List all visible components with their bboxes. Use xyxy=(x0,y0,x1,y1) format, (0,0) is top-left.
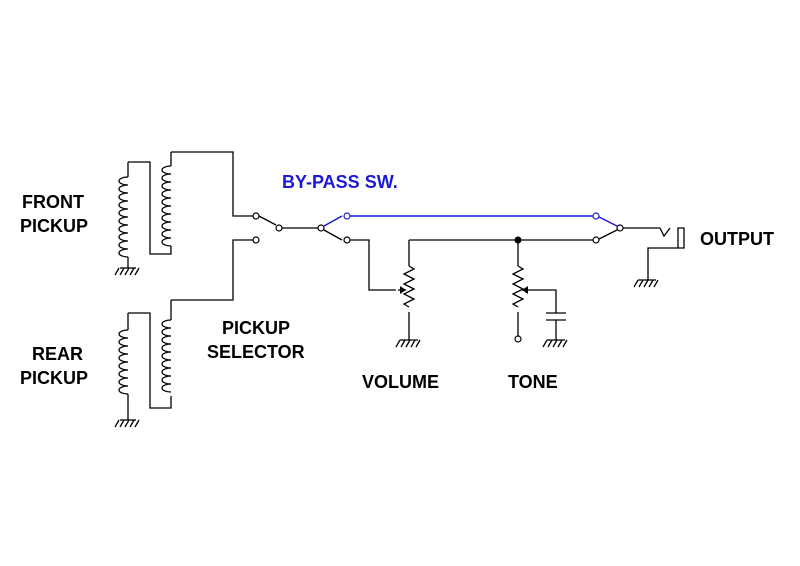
output-jack xyxy=(633,227,685,288)
front-pickup-label-line1: FRONT xyxy=(22,192,84,212)
ground-symbol-rear xyxy=(114,419,140,428)
rear-pickup-coil-right xyxy=(161,300,172,393)
pickup-selector-switch xyxy=(252,212,318,244)
tone-label: TONE xyxy=(508,372,558,392)
front-pickup-coil-right xyxy=(161,152,172,247)
bypass-switch-input xyxy=(317,212,351,244)
bypass-switch-label: BY-PASS SW. xyxy=(282,172,398,192)
front-pickup-label-line2: PICKUP xyxy=(20,216,88,236)
rear-pickup xyxy=(114,239,253,428)
volume-label: VOLUME xyxy=(362,372,439,392)
rear-pickup-label-line1: REAR xyxy=(32,344,83,364)
tone-potentiometer xyxy=(511,236,557,343)
tone-capacitor xyxy=(542,312,568,348)
bypass-switch-output xyxy=(592,212,660,244)
front-pickup xyxy=(114,151,253,276)
pickup-selector-label-line1: PICKUP xyxy=(222,318,290,338)
front-pickup-coil-left xyxy=(118,162,136,269)
output-label: OUTPUT xyxy=(700,229,774,249)
pickup-selector-label-line2: SELECTOR xyxy=(207,342,305,362)
ground-symbol-front xyxy=(114,267,140,276)
volume-potentiometer xyxy=(395,240,421,348)
rear-pickup-coil-left xyxy=(118,313,136,421)
rear-pickup-label-line2: PICKUP xyxy=(20,368,88,388)
